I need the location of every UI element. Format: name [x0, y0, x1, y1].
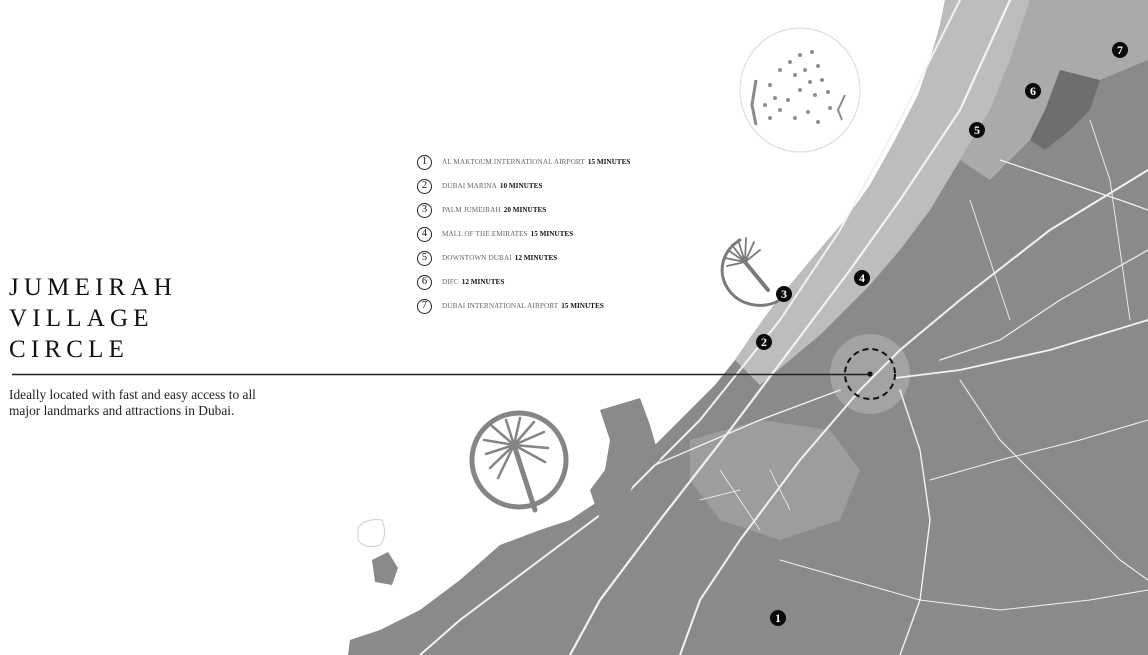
svg-text:4: 4 — [859, 271, 865, 285]
legend-place: DOWNTOWN DUBAI — [442, 254, 512, 262]
legend-time: 20 MINUTES — [503, 206, 547, 214]
svg-text:6: 6 — [1030, 84, 1036, 98]
title-line-2: VILLAGE — [9, 305, 154, 332]
legend-place: DIFC — [442, 278, 459, 286]
world-islands — [739, 27, 861, 153]
legend-place: AL MAKTOUM INTERNATIONAL AIRPORT — [442, 158, 585, 166]
marker-4[interactable]: 4 — [854, 270, 870, 286]
legend-number-circle: 7 — [417, 298, 432, 314]
legend-item: 2 DUBAI MARINA 10 MINUTES — [417, 174, 630, 198]
legend-item: 5 DOWNTOWN DUBAI 12 MINUTES — [417, 246, 630, 270]
island-outline — [357, 519, 386, 548]
title-line-1: JUMEIRAH — [9, 274, 177, 301]
urban-strip — [735, 0, 1030, 385]
ras-al-khor-area — [1030, 70, 1100, 150]
legend-item: 6 DIFC 12 MINUTES — [417, 270, 630, 294]
marker-6[interactable]: 6 — [1025, 83, 1041, 99]
palm-jumeirah — [720, 237, 782, 307]
roads — [419, 0, 1148, 655]
legend-place: PALM JUMEIRAH — [442, 206, 501, 214]
marker-7[interactable]: 7 — [1112, 42, 1128, 58]
marker-2[interactable]: 2 — [756, 334, 772, 350]
marker-5[interactable]: 5 — [969, 122, 985, 138]
legend-item: 1 AL MAKTOUM INTERNATIONAL AIRPORT 15 MI… — [417, 150, 630, 174]
svg-text:1: 1 — [775, 611, 781, 625]
legend-item: 4 MALL OF THE EMIRATES 15 MINUTES — [417, 222, 630, 246]
legend-time: 15 MINUTES — [587, 158, 631, 166]
legend-time: 12 MINUTES — [461, 278, 505, 286]
jebel-ali-port — [590, 398, 660, 520]
svg-text:5: 5 — [974, 123, 980, 137]
svg-text:2: 2 — [761, 335, 767, 349]
island-southwest — [372, 552, 398, 585]
svg-text:3: 3 — [781, 287, 787, 301]
legend-item: 3 PALM JUMEIRAH 20 MINUTES — [417, 198, 630, 222]
title-line-3: CIRCLE — [9, 336, 130, 363]
palm-jebel-ali — [469, 410, 569, 513]
legend-time: 10 MINUTES — [499, 182, 543, 190]
travel-time-legend: 1 AL MAKTOUM INTERNATIONAL AIRPORT 15 MI… — [417, 150, 630, 318]
legend-number-circle: 3 — [417, 202, 432, 218]
legend-time: 12 MINUTES — [514, 254, 558, 262]
legend-time: 15 MINUTES — [530, 230, 574, 238]
page-title: JUMEIRAH VILLAGE CIRCLE — [9, 272, 177, 365]
legend-number-circle: 6 — [417, 274, 432, 290]
legend-number-circle: 5 — [417, 250, 432, 266]
location-description: Ideally located with fast and easy acces… — [9, 387, 256, 418]
legend-number-circle: 4 — [417, 226, 432, 242]
legend-place: MALL OF THE EMIRATES — [442, 230, 528, 238]
marker-1[interactable]: 1 — [770, 610, 786, 626]
legend-number-circle: 1 — [417, 154, 432, 170]
legend-item: 7 DUBAI INTERNATIONAL AIRPORT 15 MINUTES — [417, 294, 630, 318]
svg-text:7: 7 — [1117, 43, 1123, 57]
legend-time: 15 MINUTES — [561, 302, 604, 310]
jvc-focus-circle — [844, 348, 896, 400]
map-markers: 1 2 3 4 5 6 7 — [756, 42, 1128, 626]
legend-place: DUBAI MARINA — [442, 182, 497, 190]
marker-3[interactable]: 3 — [776, 286, 792, 302]
legend-place: DUBAI INTERNATIONAL AIRPORT — [442, 302, 559, 310]
jvc-focus-dot — [867, 371, 873, 377]
legend-number-circle: 2 — [417, 178, 432, 194]
